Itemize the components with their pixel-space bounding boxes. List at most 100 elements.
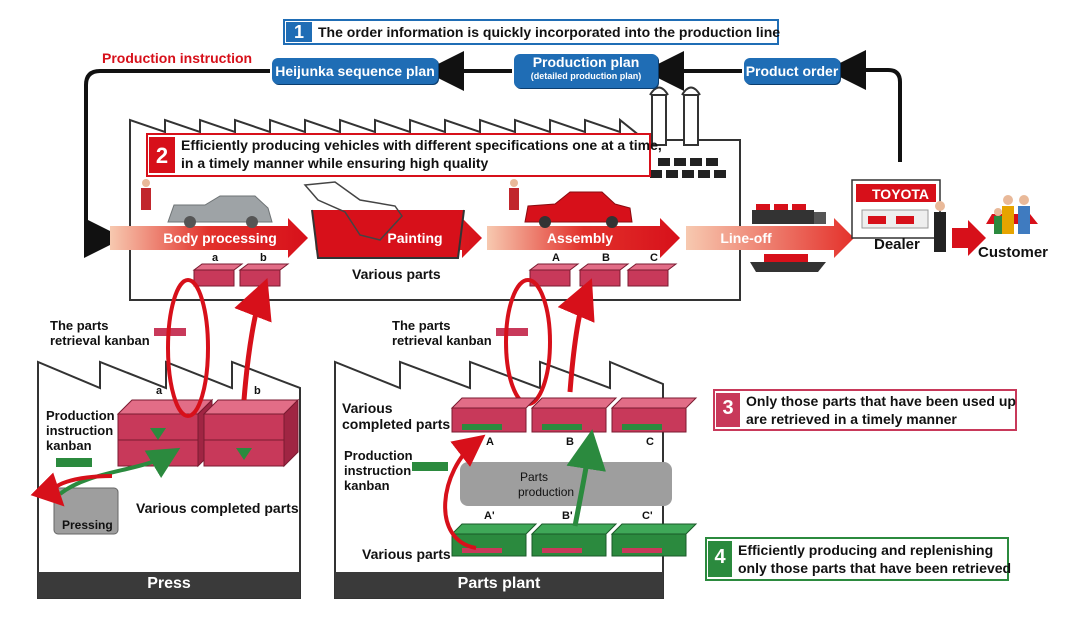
dealer-arrow (952, 220, 986, 256)
press-completed-label: Various completed parts (136, 500, 299, 516)
chimney-1 (651, 94, 667, 146)
production-plan-subtitle: (detailed production plan) (530, 71, 642, 81)
step3-line2: are retrieved in a timely manner (746, 411, 957, 427)
order-loop-line (826, 50, 902, 162)
press-footer (38, 572, 300, 598)
parts-bin-C (610, 397, 698, 433)
assembly-arrow (487, 218, 680, 258)
parts-retrieval-arrow (557, 278, 595, 393)
press-instr-line2: instruction (46, 423, 114, 438)
press-instruction-kanban-tag (56, 458, 92, 467)
production-plan-title: Production plan (532, 54, 640, 70)
bin-C-line-label: C (650, 252, 658, 264)
press-retrieval-kanban-line1: The parts (50, 318, 109, 333)
pressing-machine (53, 487, 119, 535)
press-retrieval-arrow-b (234, 278, 272, 401)
dealer-person (934, 201, 946, 252)
bin-C-line (626, 263, 678, 287)
press-retrieval-loop-a (166, 278, 210, 418)
parts-production-line1: Parts (520, 470, 549, 484)
parts-completed-line2: completed parts (342, 416, 451, 432)
dealer-building (851, 179, 941, 239)
step1-box (283, 19, 779, 45)
press-retrieval-kanban-line2: retrieval kanban (50, 333, 150, 348)
parts-retrieval-kanban-line2: retrieval kanban (392, 333, 492, 348)
bin-a-line-label: a (212, 252, 219, 264)
paint-tank (311, 209, 465, 259)
worker-assembly (509, 179, 519, 210)
various-parts-line-label: Various parts (352, 266, 441, 282)
chimney-2 (683, 94, 699, 146)
parts-production-line2: production (518, 485, 575, 499)
parts-bin-A-label: A (486, 436, 494, 448)
factory-windows (650, 158, 726, 178)
step4-number: 4 (714, 546, 726, 568)
step4-number-box (708, 541, 732, 577)
raw-bin-A2 (450, 523, 538, 557)
bin-A-line-label: A (552, 252, 560, 264)
car-body-shell (167, 195, 273, 223)
press-instr-line3: kanban (46, 438, 92, 453)
bin-B-line-label: B (602, 252, 610, 264)
parts-instr-line1: Production (344, 448, 413, 463)
press-red-arrow (30, 472, 113, 507)
press-bin-a-label: a (156, 385, 163, 397)
production-plan-pill: Production plan (detailed production pla… (514, 54, 658, 88)
parts-completed-line1: Various (342, 400, 393, 416)
car-frame-outline (303, 181, 403, 241)
body-processing-arrow (110, 218, 308, 258)
instruction-loop-line (84, 69, 270, 258)
parts-plant-title: Parts plant (457, 575, 541, 592)
dealer-label: Dealer (874, 236, 920, 253)
bin-b-line-label: b (260, 252, 267, 264)
step2-number-box (149, 137, 175, 173)
body-processing-label: Body processing (163, 230, 277, 246)
press-green-arrow (58, 447, 181, 496)
press-bin-b-label: b (254, 385, 261, 397)
step3-number: 3 (722, 397, 734, 419)
line-off-label: Line-off (720, 230, 772, 246)
step4-line1: Efficiently producing and replenishing (738, 542, 994, 558)
raw-bin-C2 (610, 523, 698, 557)
step2-number: 2 (155, 143, 169, 168)
heijunka-plan-pill: Heijunka sequence plan (272, 58, 438, 84)
assembly-label: Assembly (546, 230, 614, 246)
parts-retrieval-kanban-tag (496, 328, 528, 336)
parts-red-loop (443, 434, 486, 550)
painting-label: Painting (387, 230, 443, 246)
parts-bin-B-label: B (566, 436, 574, 448)
step2-line1: Efficiently producing vehicles with diff… (181, 137, 662, 153)
car-carrier-ship (750, 254, 826, 272)
press-bin-b (202, 398, 300, 468)
step3-line1: Only those parts that have been used up (746, 393, 1016, 409)
press-title: Press (147, 575, 191, 592)
raw-bin-B2-label: B' (562, 510, 573, 522)
toyota-sign: TOYOTA (872, 186, 930, 202)
bin-a-line (192, 263, 244, 287)
parts-bin-A (450, 397, 538, 433)
parts-retrieval-kanban-line1: The parts (392, 318, 451, 333)
parts-instr-line3: kanban (344, 478, 390, 493)
step2-line2: in a timely manner while ensuring high q… (181, 155, 489, 171)
press-instr-line1: Production (46, 408, 115, 423)
parts-bin-B (530, 397, 618, 433)
step3-box (713, 389, 1017, 431)
raw-bin-C2-label: C' (642, 510, 653, 522)
parts-bin-C-label: C (646, 436, 654, 448)
parts-various-label: Various parts (362, 546, 451, 562)
worker-body-processing (141, 179, 151, 210)
step1-text: The order information is quickly incorpo… (318, 24, 781, 40)
parts-instr-line2: instruction (344, 463, 412, 478)
step4-line2: only those parts that have been retrieve… (738, 560, 1012, 576)
parts-green-up-arrow (566, 429, 606, 527)
red-car (524, 191, 633, 223)
step3-number-box (716, 393, 740, 427)
production-instruction-label: Production instruction (102, 50, 253, 66)
parts-instruction-kanban-tag (412, 462, 448, 471)
pressing-label: Pressing (62, 518, 113, 532)
line-off-arrow (686, 218, 854, 258)
raw-bin-B2 (530, 523, 618, 557)
raw-bin-A2-label: A' (484, 510, 495, 522)
customer-label: Customer (978, 244, 1049, 261)
